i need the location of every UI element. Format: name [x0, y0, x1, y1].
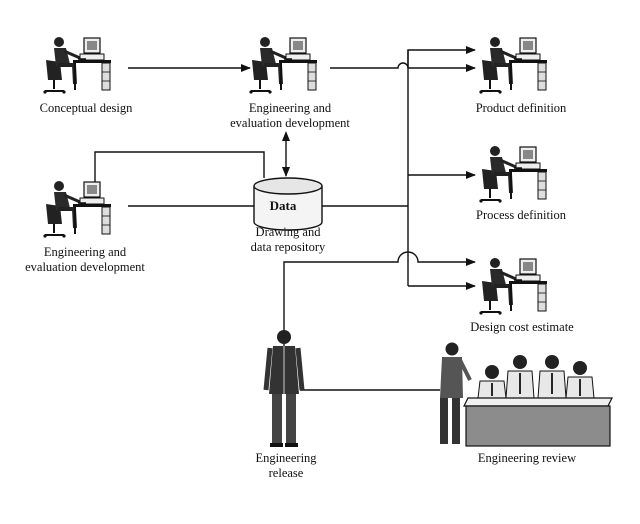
label-process-definition: Process definition — [476, 208, 566, 222]
standing-engineer-figure — [263, 330, 305, 447]
label-eng-eval-left: Engineering and evaluation development — [25, 245, 145, 275]
label-eng-eval-top-line2: evaluation development — [230, 116, 350, 130]
label-repository-line1: Drawing and — [255, 225, 321, 239]
label-conceptual-design: Conceptual design — [39, 101, 133, 115]
label-engineering-review: Engineering review — [477, 451, 577, 465]
label-engineering-release-line1: Engineering — [255, 451, 317, 465]
workstation-eng-eval-top — [247, 35, 319, 96]
workstation-eng-eval-left — [41, 179, 113, 240]
label-design-cost-estimate: Design cost estimate — [470, 320, 574, 334]
workstation-conceptual — [41, 35, 113, 96]
label-eng-eval-left-line1: Engineering and — [43, 245, 127, 259]
label-eng-eval-top-line1: Engineering and — [248, 101, 332, 115]
engineering-review-group — [440, 342, 613, 447]
label-eng-eval-left-line2: evaluation development — [25, 260, 145, 274]
label-repository: Drawing and data repository — [251, 225, 326, 255]
workstation-design-cost — [477, 256, 549, 317]
label-engineering-release-line2: release — [268, 466, 304, 480]
label-product-definition: Product definition — [475, 101, 567, 115]
label-eng-eval-top: Engineering and evaluation development — [230, 101, 350, 131]
label-engineering-release: Engineering release — [255, 451, 316, 481]
data-repository-cylinder — [253, 177, 323, 231]
repository-tag: Data — [269, 198, 297, 213]
label-repository-line2: data repository — [250, 240, 326, 254]
connector-lines — [94, 46, 476, 391]
workstation-product-definition — [477, 35, 549, 96]
workstation-process-definition — [477, 144, 549, 205]
